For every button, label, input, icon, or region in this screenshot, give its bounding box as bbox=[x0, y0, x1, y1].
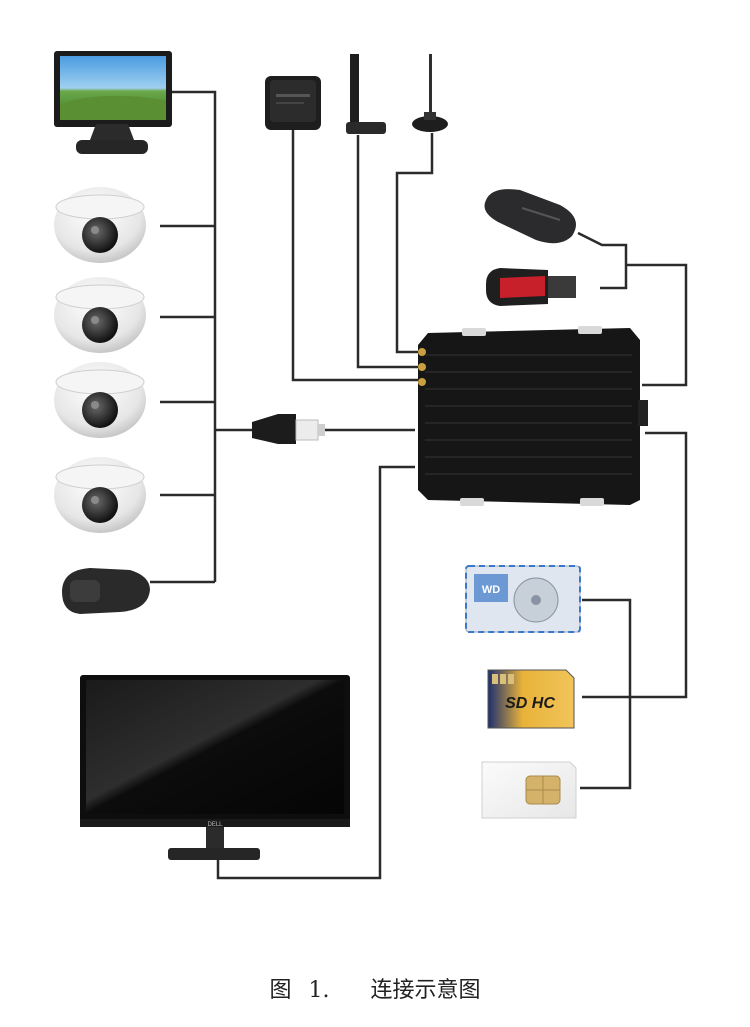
big-monitor: DELL bbox=[80, 675, 350, 860]
mobile-dvr bbox=[418, 326, 648, 506]
sd-card: SD HC bbox=[488, 670, 574, 728]
wire-hdd bbox=[580, 600, 630, 788]
dome-camera-2 bbox=[54, 277, 146, 353]
cable-adapter bbox=[252, 414, 325, 444]
sd-card-text: SD HC bbox=[505, 695, 555, 712]
mouse bbox=[485, 189, 577, 243]
sim-card bbox=[482, 762, 576, 818]
caption-title: 连接示意图 bbox=[371, 978, 481, 1003]
dome-camera-1 bbox=[54, 187, 146, 263]
wire-mouse bbox=[578, 233, 626, 288]
dome-camera-4 bbox=[54, 457, 146, 533]
wifi-antenna bbox=[346, 54, 386, 134]
wire-small-monitor bbox=[172, 92, 215, 582]
figure-caption: 图 1. 连接示意图 bbox=[0, 972, 750, 1004]
hard-disk: WD bbox=[466, 566, 580, 632]
3g-antenna bbox=[412, 54, 448, 132]
hdd-brand-text: WD bbox=[482, 584, 500, 596]
wire-wifi-antenna bbox=[358, 135, 418, 367]
caption-number: 1. bbox=[309, 978, 330, 1003]
small-monitor bbox=[54, 51, 172, 154]
wire-3g-antenna bbox=[397, 133, 432, 352]
caption-label: 图 bbox=[269, 978, 291, 1003]
gps-module bbox=[265, 76, 321, 130]
dome-camera-3 bbox=[54, 362, 146, 438]
wire-gps-module bbox=[293, 130, 418, 380]
usb-drive bbox=[486, 268, 576, 306]
microphone bbox=[62, 568, 150, 614]
connection-diagram: WD SD HC DELL bbox=[0, 0, 750, 950]
